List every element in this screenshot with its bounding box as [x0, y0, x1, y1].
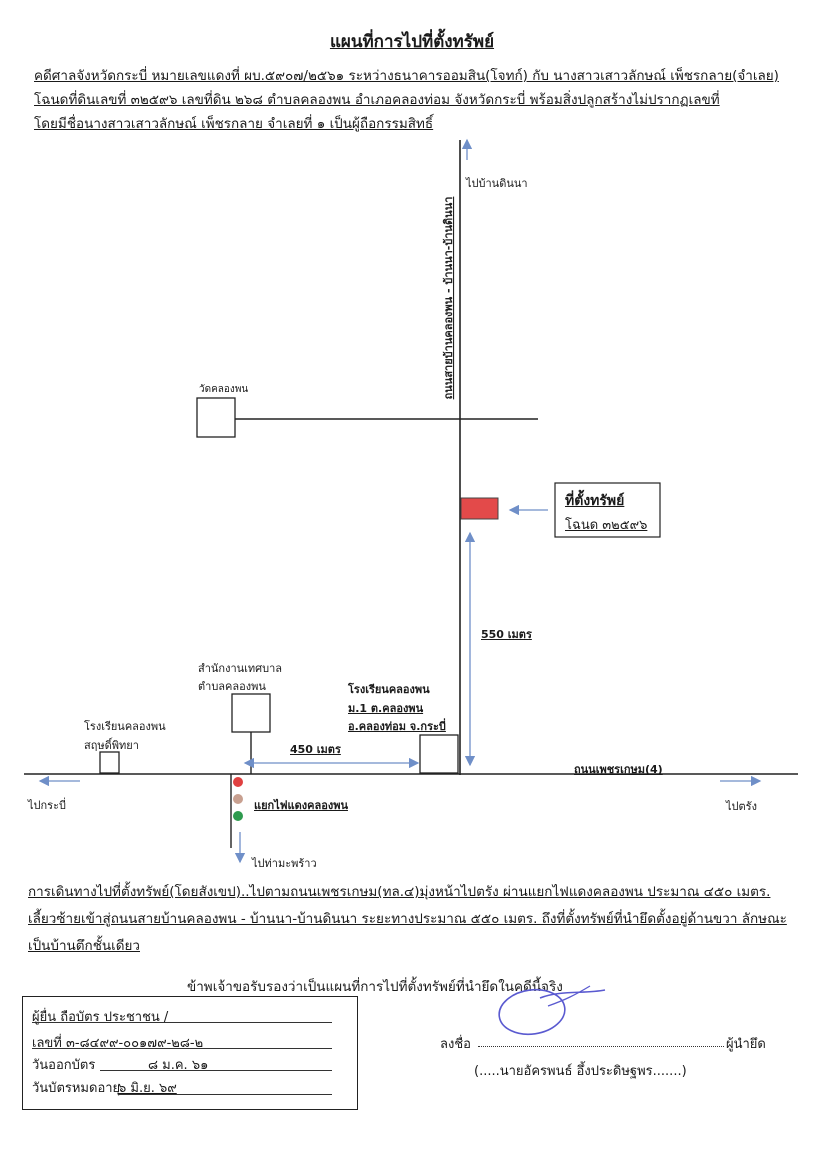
traffic-light-red [233, 777, 243, 787]
issue-date: ๘ ม.ค. ๖๑ [148, 1058, 209, 1073]
header-line-1: คดีศาลจังหวัดกระบี่ หมายเลขแดงที่ ผบ.๕๙๐… [34, 68, 779, 84]
school-right-label-1: โรงเรียนคลองพน [348, 683, 430, 696]
school-right-building [419, 734, 459, 774]
municipal-office-label-2: ตำบลคลองพน [198, 680, 266, 693]
expiry-underline [118, 1094, 332, 1095]
header-line-3: โดยมีชื่อนางสาวเสาวลักษณ์ เพ็ชรกลาย จำเล… [34, 116, 434, 132]
id-info-box [22, 996, 358, 1110]
traffic-light-amber [233, 794, 243, 804]
traffic-light-label: แยกไฟแดงคลองพน [254, 799, 348, 812]
vertical-road-label: ถนนสายบ้านคลองพน - บ้านนา-บ้านดินนา [442, 197, 455, 400]
signature-role: ผู้นำยึด [726, 1037, 766, 1052]
school-left-label-1: โรงเรียนคลองพน [84, 720, 166, 733]
property-label-box [554, 482, 661, 538]
distance-450-label: 450 เมตร [290, 743, 341, 756]
school-right-label-3: อ.คลองท่อม จ.กระบี่ [348, 720, 446, 733]
document-title: แผนที่การไปที่ตั้งทรัพย์ [329, 32, 495, 52]
to-tha-maphrao-label: ไปท่ามะพร้าว [252, 857, 317, 870]
signer-name: (.....นายอัครพนธ์ อึ้งประดิษฐพร.......) [474, 1064, 687, 1079]
id-holder-line: ผู้ยื่น ถือบัตร ประชาชน / [32, 1010, 169, 1025]
to-ban-din-na-label: ไปบ้านดินนา [466, 177, 528, 190]
to-krabi-label: ไปกระบี่ [28, 799, 66, 812]
header-line-2: โฉนดที่ดินเลขที่ ๓๒๕๙๖ เลขที่ดิน ๒๖๘ ตำบ… [34, 92, 720, 108]
property-title: ที่ตั้งทรัพย์ [565, 493, 625, 509]
property-marker [460, 497, 499, 520]
issue-underline [100, 1070, 332, 1071]
expiry-label: วันบัตรหมดอายุ [32, 1081, 121, 1096]
signature-prefix: ลงชื่อ [440, 1037, 471, 1052]
property-deed: โฉนด ๓๒๕๙๖ [565, 518, 648, 533]
to-trang-label: ไปตรัง [726, 800, 757, 813]
municipal-office-building [231, 693, 271, 733]
certification-statement: ข้าพเจ้าขอรับรองว่าเป็นแผนที่การไปที่ตั้… [187, 979, 563, 995]
directions-line-1: การเดินทางไปที่ตั้งทรัพย์(โดยสังเขป)..ไป… [28, 884, 771, 900]
school-right-label-2: ม.1 ต.คลองพน [348, 702, 424, 715]
id-holder-underline [32, 1022, 332, 1023]
signature-line [478, 1046, 724, 1047]
municipal-office-label-1: สำนักงานเทศบาล [198, 662, 283, 675]
expiry-date: ๖ มิ.ย. ๖๙ [118, 1081, 177, 1096]
directions-line-2: เลี้ยวซ้ายเข้าสู่ถนนสายบ้านคลองพน - บ้าน… [28, 911, 787, 927]
wat-building [196, 397, 236, 438]
distance-550-label: 550 เมตร [481, 628, 532, 641]
main-road-label: ถนนเพชรเกษม(4) [574, 763, 663, 776]
school-left-building [99, 751, 120, 774]
school-left-label-2: สฤษดิ์พิทยา [84, 739, 139, 752]
wat-label: วัดคลองพน [199, 384, 249, 395]
id-number-underline [32, 1048, 332, 1049]
directions-line-3: เป็นบ้านตึกชั้นเดียว [28, 938, 140, 954]
traffic-light-green [233, 811, 243, 821]
issue-label: วันออกบัตร [32, 1058, 96, 1073]
id-number-line: เลขที่ ๓-๘๔๙๙-๐๐๑๗๙-๒๘-๒ [32, 1036, 204, 1051]
